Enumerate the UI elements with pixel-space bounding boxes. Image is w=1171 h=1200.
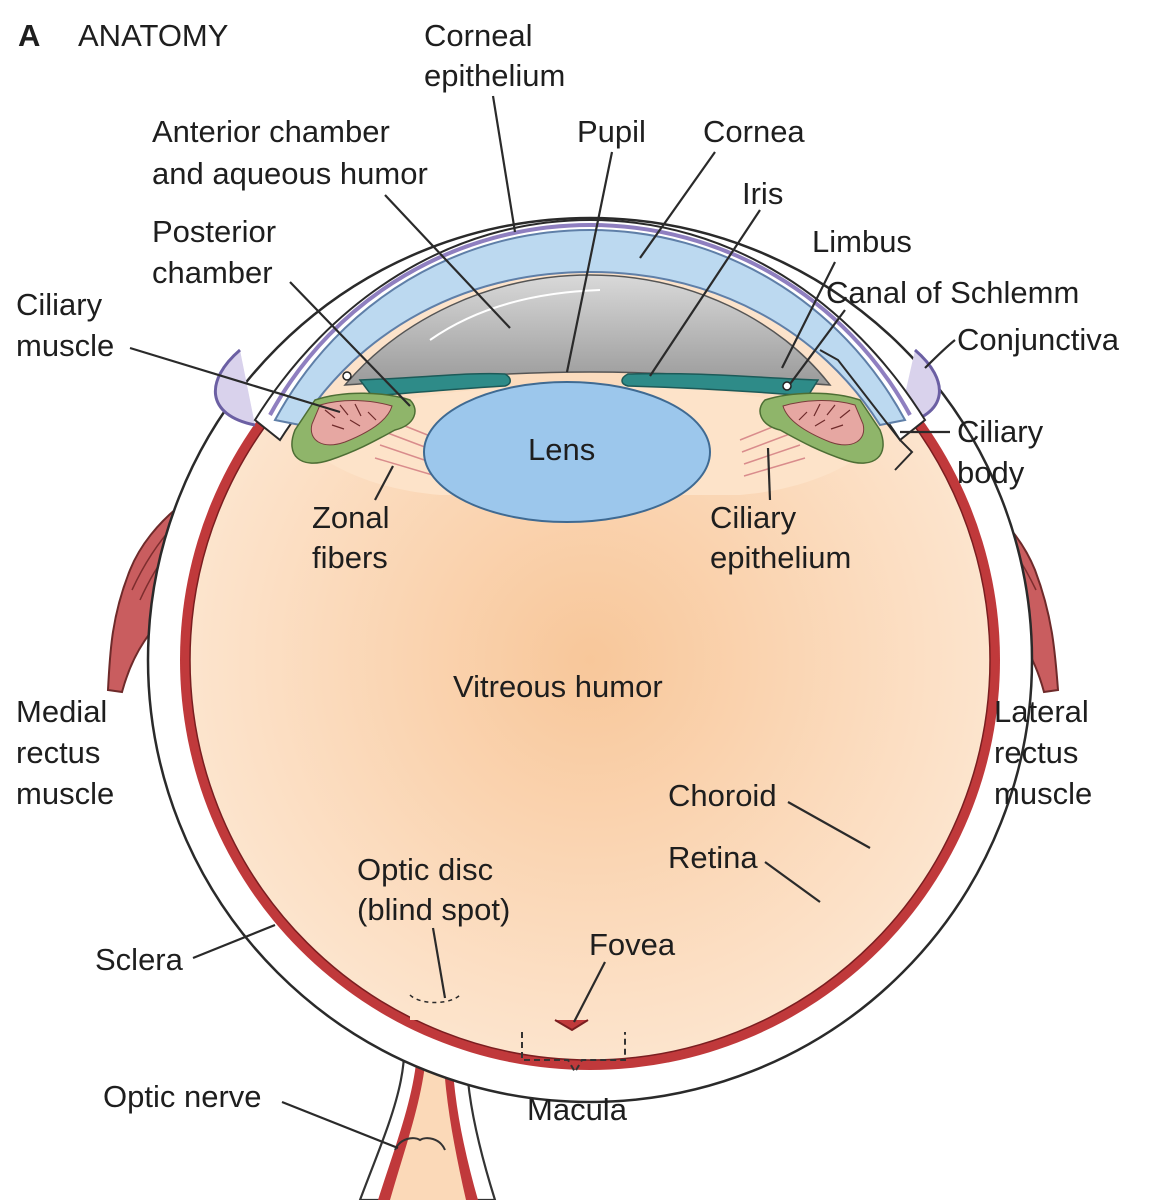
- label-canal-of-schlemm: Canal of Schlemm: [826, 275, 1079, 310]
- anterior-segment: [214, 218, 941, 523]
- label-lateral-rectus-2: rectus: [994, 735, 1078, 770]
- label-conjunctiva: Conjunctiva: [957, 322, 1120, 357]
- label-corneal-epithelium-1: Corneal: [424, 18, 533, 53]
- label-anterior-chamber-2: and aqueous humor: [152, 156, 428, 191]
- label-optic-nerve: Optic nerve: [103, 1079, 262, 1114]
- label-macula: Macula: [527, 1092, 628, 1127]
- label-cornea: Cornea: [703, 114, 805, 149]
- label-zonal-fibers-1: Zonal: [312, 500, 390, 535]
- label-lens: Lens: [528, 432, 595, 467]
- figure-heading: A ANATOMY: [18, 18, 228, 53]
- label-fovea: Fovea: [589, 927, 676, 962]
- label-sclera: Sclera: [95, 942, 184, 977]
- panel-title: ANATOMY: [78, 18, 228, 53]
- label-zonal-fibers-2: fibers: [312, 540, 388, 575]
- label-ciliary-muscle-1: Ciliary: [16, 287, 103, 322]
- structure-labels: Corneal epithelium Anterior chamber and …: [16, 18, 1120, 1127]
- label-medial-rectus-1: Medial: [16, 694, 107, 729]
- label-posterior-chamber-2: chamber: [152, 255, 273, 290]
- label-lateral-rectus-3: muscle: [994, 776, 1092, 811]
- leader-lines: [129, 95, 956, 1150]
- label-anterior-chamber-1: Anterior chamber: [152, 114, 390, 149]
- label-posterior-chamber-1: Posterior: [152, 214, 276, 249]
- ciliary-body-bracket: [819, 349, 914, 471]
- label-ciliary-body-2: body: [957, 455, 1025, 490]
- label-iris: Iris: [742, 176, 783, 211]
- optic-nerve: [358, 998, 497, 1200]
- label-medial-rectus-3: muscle: [16, 776, 114, 811]
- label-vitreous-humor: Vitreous humor: [453, 669, 663, 704]
- label-ciliary-muscle-2: muscle: [16, 328, 114, 363]
- label-ciliary-epithelium-1: Ciliary: [710, 500, 797, 535]
- label-optic-disc-1: Optic disc: [357, 852, 493, 887]
- label-ciliary-body-1: Ciliary: [957, 414, 1044, 449]
- label-retina: Retina: [668, 840, 758, 875]
- label-limbus: Limbus: [812, 224, 912, 259]
- label-lateral-rectus-1: Lateral: [994, 694, 1089, 729]
- label-optic-disc-2: (blind spot): [357, 892, 510, 927]
- label-choroid: Choroid: [668, 778, 777, 813]
- posterior-pole: [409, 990, 626, 1074]
- label-ciliary-epithelium-2: epithelium: [710, 540, 851, 575]
- label-pupil: Pupil: [577, 114, 646, 149]
- panel-letter: A: [18, 18, 40, 53]
- label-corneal-epithelium-2: epithelium: [424, 58, 565, 93]
- label-medial-rectus-2: rectus: [16, 735, 100, 770]
